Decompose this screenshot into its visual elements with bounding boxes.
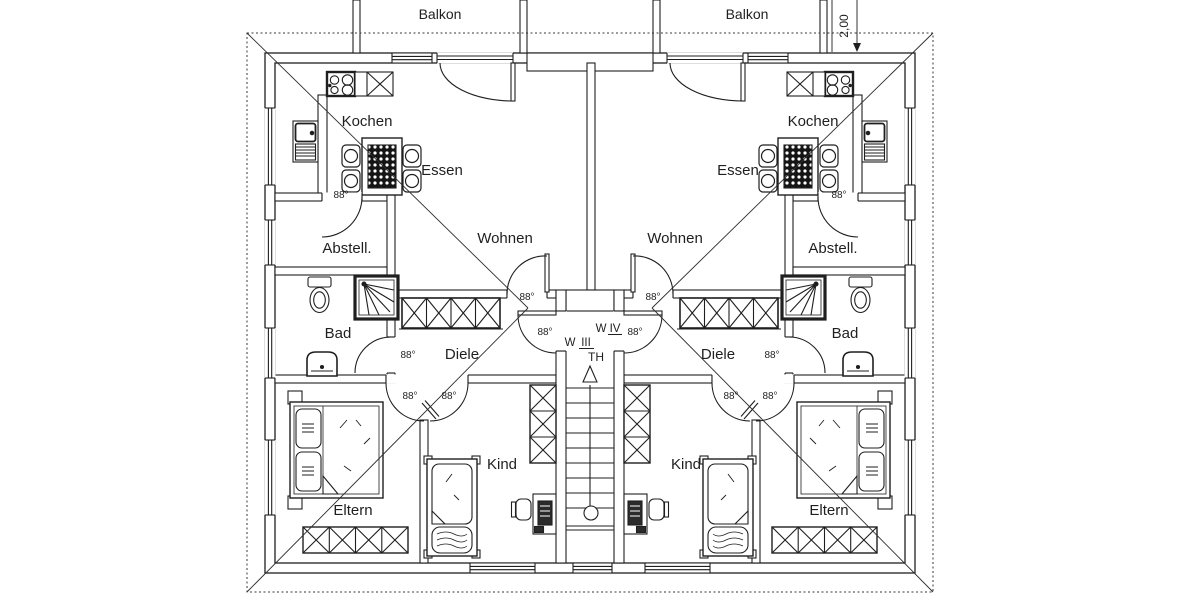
dimension-2m bbox=[831, 0, 861, 52]
stair-window-icon bbox=[572, 563, 613, 573]
w4-prefix: W bbox=[596, 323, 607, 335]
angle-label: 88° bbox=[400, 350, 415, 361]
stairwell-label: TH bbox=[588, 350, 604, 364]
w3-prefix: W bbox=[565, 337, 576, 349]
room-label-hall-left: Diele bbox=[445, 346, 479, 363]
angle-label: 88° bbox=[537, 327, 552, 338]
room-label-kitchen-right: Kochen bbox=[788, 113, 839, 130]
room-label-parents-right: Eltern bbox=[809, 502, 848, 519]
balcony-label-left: Balkon bbox=[419, 6, 462, 22]
room-label-storage-left: Abstell. bbox=[322, 240, 371, 257]
room-label-living-right: Wohnen bbox=[647, 230, 703, 247]
labels: Balkon Balkon Kochen Kochen Essen Essen … bbox=[322, 6, 858, 519]
angle-label: 88° bbox=[519, 292, 534, 303]
room-label-living-left: Wohnen bbox=[477, 230, 533, 247]
w3-numeral: III bbox=[581, 337, 591, 349]
room-label-child-right: Kind bbox=[671, 456, 701, 473]
roof-outline bbox=[246, 32, 934, 593]
room-label-kitchen-left: Kochen bbox=[342, 113, 393, 130]
angle-label: 88° bbox=[333, 190, 348, 201]
angle-label: 88° bbox=[723, 391, 738, 402]
angle-label: 88° bbox=[762, 391, 777, 402]
angle-label: 88° bbox=[441, 391, 456, 402]
dimension-label: 2,00 bbox=[837, 14, 851, 38]
room-label-parents-left: Eltern bbox=[333, 502, 372, 519]
room-label-child-left: Kind bbox=[487, 456, 517, 473]
angle-label: 88° bbox=[645, 292, 660, 303]
room-label-bath-right: Bad bbox=[832, 325, 859, 342]
angle-label: 88° bbox=[764, 350, 779, 361]
room-label-storage-right: Abstell. bbox=[808, 240, 857, 257]
stairs-icon bbox=[566, 364, 614, 531]
balcony-label-right: Balkon bbox=[726, 6, 769, 22]
stairwell-core bbox=[565, 62, 615, 573]
room-label-bath-left: Bad bbox=[325, 325, 352, 342]
w4-numeral: IV bbox=[610, 323, 621, 335]
room-label-hall-right: Diele bbox=[701, 346, 735, 363]
room-label-dining-right: Essen bbox=[717, 162, 759, 179]
angle-label: 88° bbox=[627, 327, 642, 338]
angle-label: 88° bbox=[402, 391, 417, 402]
room-label-dining-left: Essen bbox=[421, 162, 463, 179]
angle-label: 88° bbox=[831, 190, 846, 201]
